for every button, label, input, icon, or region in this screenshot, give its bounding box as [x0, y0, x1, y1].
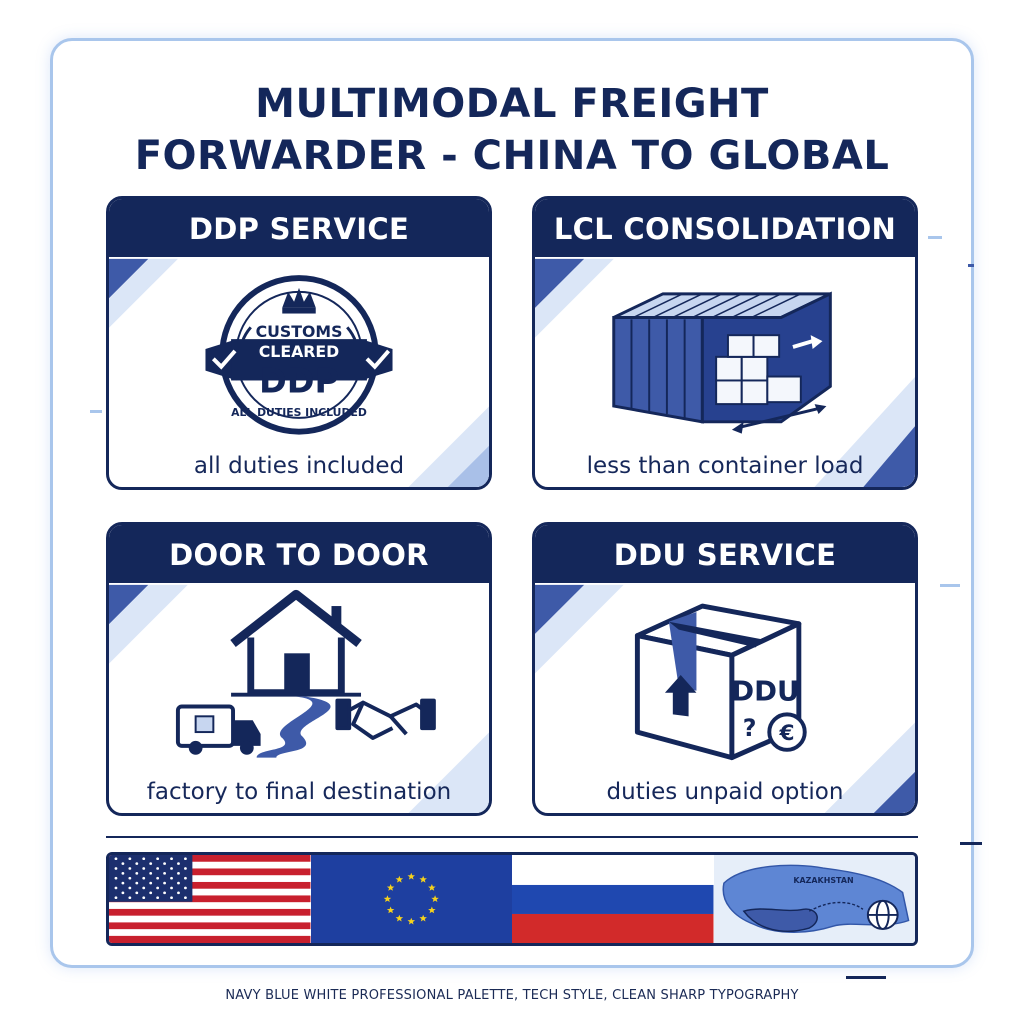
glitch-streak: [846, 976, 886, 979]
door-to-door-graphic: [175, 589, 436, 758]
decorative-stripes: [535, 584, 915, 813]
glitch-streak: [90, 410, 102, 413]
decorative-stripes: [109, 258, 489, 487]
card-header: DDP SERVICE: [109, 199, 489, 257]
stamp-line-cleared: CLEARED: [259, 342, 340, 361]
stamp-line-customs: CUSTOMS: [256, 322, 343, 341]
glitch-streak: [968, 264, 974, 267]
central-asia-map: KAZAKHSTAN: [713, 855, 915, 943]
checkmark-icon: [365, 349, 391, 370]
card-caption: factory to final destination: [146, 779, 452, 805]
checkmark-icon: [211, 349, 237, 370]
card-lcl-consolidation: LCL CONSOLIDATION: [532, 196, 918, 490]
title-line-1: MULTIMODAL FREIGHT: [255, 81, 769, 127]
euro-icon: €: [767, 712, 807, 752]
card-caption: all duties included: [193, 453, 405, 479]
card-door-to-door: DOOR TO DOOR: [106, 522, 492, 816]
destination-flags-strip: KAZAKHSTAN: [106, 852, 918, 946]
section-divider: [106, 836, 918, 838]
flag-russia: [512, 855, 714, 943]
footer-caption: NAVY BLUE WHITE PROFESSIONAL PALETTE, TE…: [225, 988, 799, 1003]
card-body: CUSTOMS CLEARED DDP ALL DUTIES INCLUDED …: [109, 257, 489, 487]
shipping-container-icon: [612, 291, 832, 434]
card-body: DDU ? € duties unpaid option: [535, 583, 915, 813]
flag-eu: [310, 855, 512, 943]
box-label-ddu: DDU: [731, 676, 799, 708]
crown-icon: [282, 287, 316, 314]
title-line-2: FORWARDER - CHINA TO GLOBAL: [134, 133, 890, 179]
card-header: DOOR TO DOOR: [109, 525, 489, 583]
euro-symbol: €: [778, 721, 794, 746]
card-ddp-service: DDP SERVICE CUSTOMS CLEARED DDP ALL: [106, 196, 492, 490]
globe-icon: [866, 899, 899, 930]
card-header: DDU SERVICE: [535, 525, 915, 583]
map-label: KAZAKHSTAN: [793, 876, 853, 885]
page-title: MULTIMODAL FREIGHT FORWARDER - CHINA TO …: [0, 78, 1024, 182]
decorative-stripes: [535, 258, 915, 487]
glitch-streak: [928, 236, 942, 239]
stamp-ddp: DDP: [259, 361, 339, 400]
house-icon: [230, 589, 362, 697]
truck-icon: [175, 704, 261, 755]
card-caption: duties unpaid option: [606, 779, 844, 805]
card-header: LCL CONSOLIDATION: [535, 199, 915, 257]
customs-stamp-graphic: CUSTOMS CLEARED DDP ALL DUTIES INCLUDED: [205, 275, 393, 435]
card-body: less than container load: [535, 257, 915, 487]
glitch-streak: [960, 842, 982, 845]
stamp-arc-text: ALL DUTIES INCLUDED: [231, 406, 367, 419]
package-icon: DDU ? €: [634, 603, 807, 761]
handshake-icon: [335, 698, 436, 740]
question-mark: ?: [743, 714, 757, 742]
decorative-stripes: [109, 584, 489, 813]
card-body: factory to final destination: [109, 583, 489, 813]
card-caption: less than container load: [586, 453, 864, 479]
card-ddu-service: DDU SERVICE DDU ? € duties unpaid option: [532, 522, 918, 816]
flag-usa: [109, 855, 311, 943]
glitch-streak: [940, 584, 960, 587]
